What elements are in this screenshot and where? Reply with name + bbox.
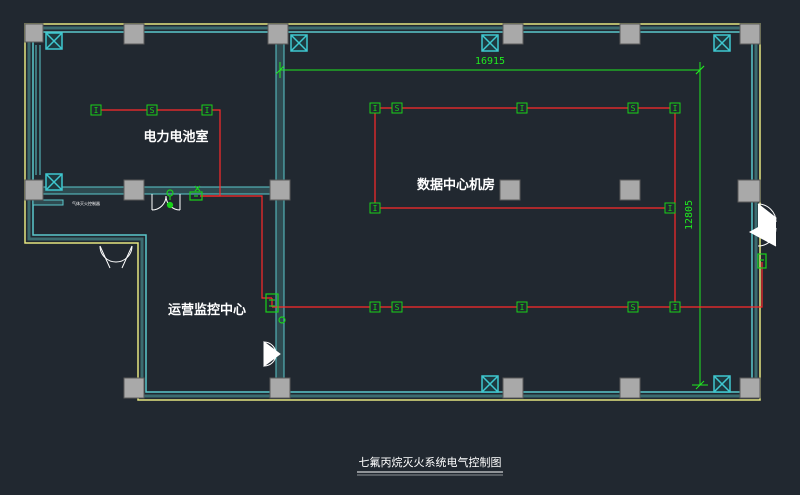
room-label-data-center: 数据中心机房 xyxy=(417,177,495,193)
gas-discharge-columns xyxy=(45,32,731,393)
detector-icon: I xyxy=(516,102,528,114)
column xyxy=(619,377,641,399)
column xyxy=(737,179,761,203)
svg-text:S: S xyxy=(631,303,636,312)
column xyxy=(739,377,761,399)
svg-text:S: S xyxy=(631,104,636,113)
structural-columns xyxy=(24,23,761,399)
column xyxy=(267,23,289,45)
detector-icon: I xyxy=(369,202,381,214)
column xyxy=(619,23,641,45)
detector-icon: S xyxy=(627,102,639,114)
door-data-center-left xyxy=(263,341,281,367)
horizontal-dimension-label: 16915 xyxy=(475,56,505,67)
column xyxy=(123,179,145,201)
gas-column xyxy=(45,173,63,191)
column xyxy=(123,377,145,399)
detector-icon: I xyxy=(201,104,213,116)
svg-text:S: S xyxy=(395,303,400,312)
column xyxy=(269,377,291,399)
detector-icon: I xyxy=(669,301,681,313)
detector-icon: S xyxy=(391,102,403,114)
column xyxy=(269,179,291,201)
detector-icon: I xyxy=(516,301,528,313)
gas-column xyxy=(481,375,499,393)
door-battery-room xyxy=(151,194,181,211)
detector-icon: I xyxy=(669,102,681,114)
vertical-dimension-label: 12805 xyxy=(684,200,695,230)
column xyxy=(24,179,44,201)
dimension-lines xyxy=(275,62,708,390)
svg-text:I: I xyxy=(94,106,99,115)
door-data-center-right xyxy=(748,203,777,247)
drawing-title: 七氟丙烷灭火系统电气控制图 xyxy=(359,455,502,469)
gas-column xyxy=(481,34,499,52)
gas-column xyxy=(713,375,731,393)
svg-text:S: S xyxy=(395,104,400,113)
column xyxy=(24,23,44,43)
svg-text:I: I xyxy=(205,106,210,115)
svg-text:I: I xyxy=(373,204,378,213)
detector-icon: S xyxy=(627,301,639,313)
room-label-battery: 电力电池室 xyxy=(143,129,208,145)
detector-icon: I xyxy=(664,202,676,214)
svg-text:I: I xyxy=(668,204,673,213)
gas-column xyxy=(290,34,308,52)
gas-column xyxy=(45,32,63,50)
column xyxy=(502,377,524,399)
column xyxy=(499,179,521,201)
svg-text:I: I xyxy=(373,104,378,113)
column xyxy=(739,23,761,45)
door-ops-center xyxy=(99,245,133,269)
detector-icon: S xyxy=(391,301,403,313)
column xyxy=(123,23,145,45)
detector-icon: I xyxy=(90,104,102,116)
svg-text:I: I xyxy=(520,303,525,312)
detector-icon: I xyxy=(369,301,381,313)
gas-control-panel xyxy=(166,185,203,209)
svg-text:S: S xyxy=(150,106,155,115)
doors xyxy=(99,194,777,367)
detector-icon: S xyxy=(146,104,158,116)
room-label-ops-center: 运营监控中心 xyxy=(168,302,246,318)
ops-control-unit xyxy=(265,293,286,324)
devices: I S I I S I S I I I I S I S I xyxy=(90,102,681,313)
detector-icon: I xyxy=(369,102,381,114)
svg-text:I: I xyxy=(673,104,678,113)
svg-text:I: I xyxy=(373,303,378,312)
controller-label: 气体灭火控制器 xyxy=(72,200,100,206)
svg-text:I: I xyxy=(673,303,678,312)
column xyxy=(502,23,524,45)
door-side-device xyxy=(757,253,767,269)
column xyxy=(619,179,641,201)
gas-column xyxy=(713,34,731,52)
svg-text:I: I xyxy=(520,104,525,113)
